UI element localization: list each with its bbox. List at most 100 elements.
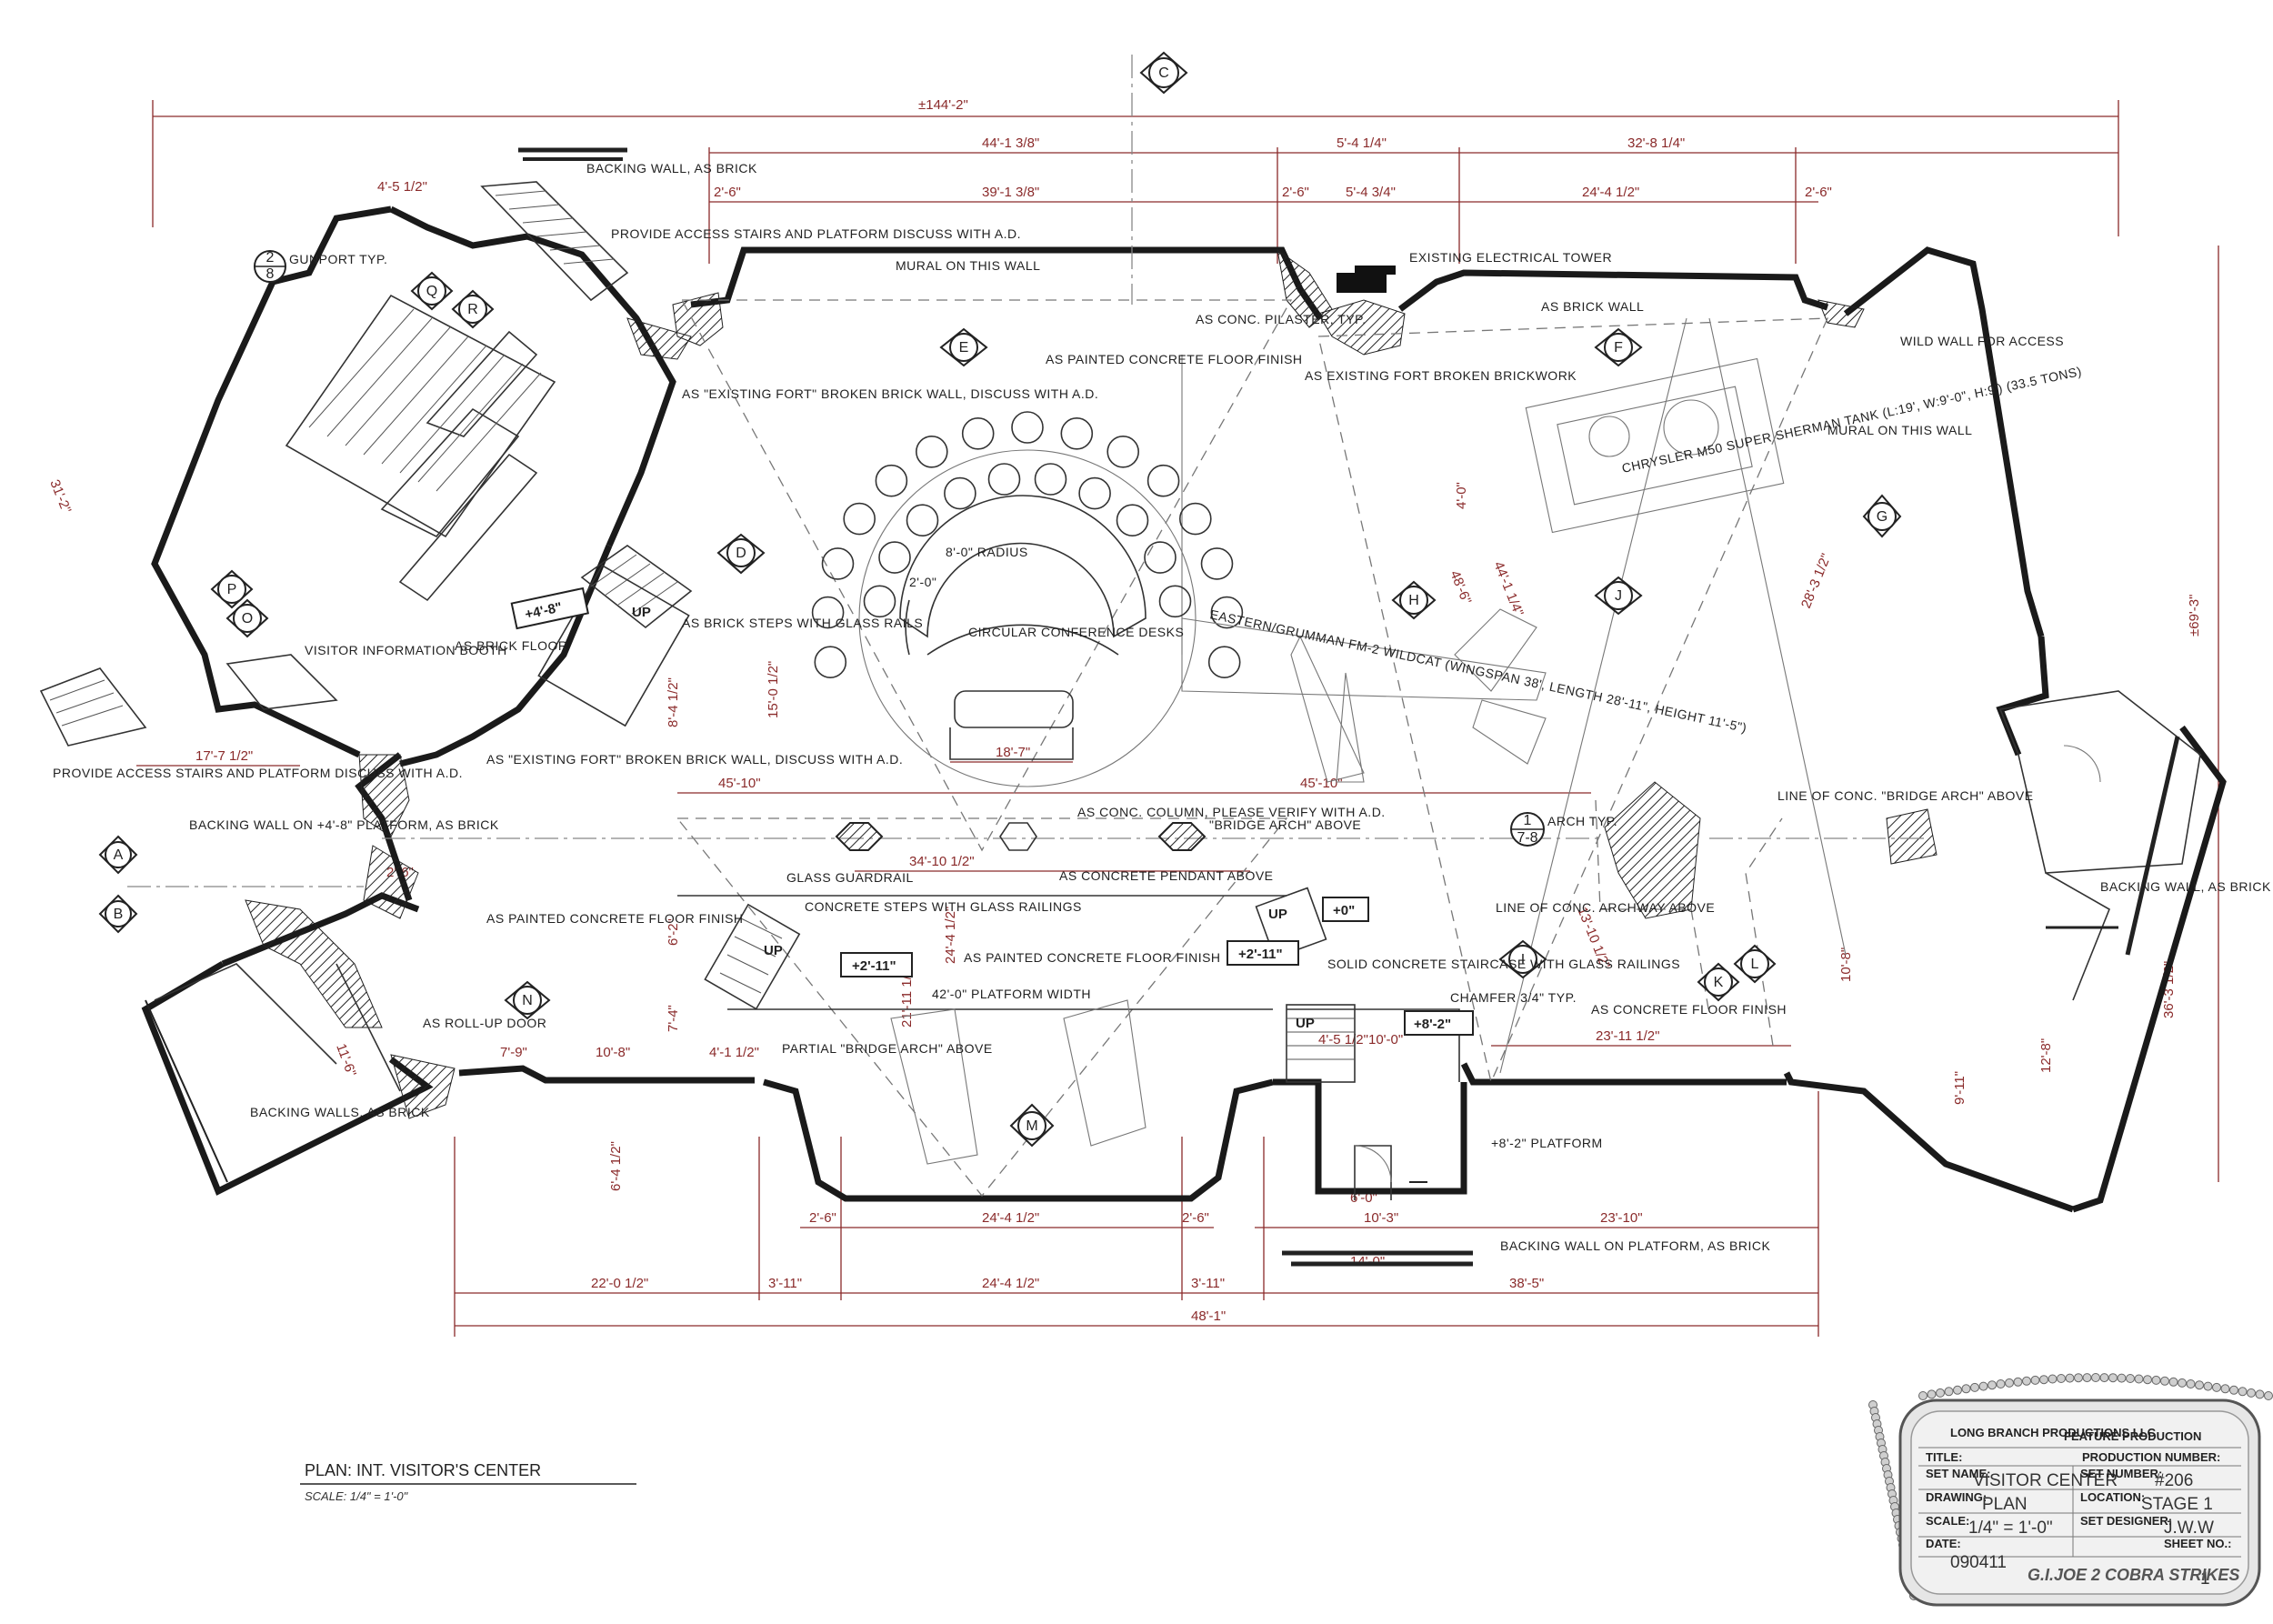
up-label-3: UP [1296, 1016, 1315, 1031]
chair [1179, 502, 1212, 536]
tb-set-number: #206 [2155, 1471, 2193, 1490]
view-tag-e: E [939, 327, 988, 367]
dim-misc-28: 8'-4 1/2" [666, 677, 681, 727]
dim-misc-26: 4'-0" [1454, 482, 1469, 509]
overall-dimensions: ±144'-2" ±69'-3" 48'-1" [152, 97, 2219, 1327]
note-mural-left: MURAL ON THIS WALL [896, 258, 1040, 273]
arch-detail-tag: 1 7-8 ARCH TYP. [1510, 812, 1617, 847]
chair [863, 585, 896, 618]
note-brick-floor: AS BRICK FLOOR [455, 638, 567, 653]
svg-text:M: M [1026, 1118, 1037, 1134]
dim-misc-17: 10'-8" [1838, 947, 1854, 982]
view-tag-q: Q [410, 271, 454, 311]
view-tag-i: I [1498, 939, 1547, 979]
chain-bead [1978, 1381, 1988, 1391]
note-platform-8: +8'-2" PLATFORM [1491, 1136, 1603, 1150]
chain-bead [2160, 1376, 2169, 1386]
chair [1060, 416, 1094, 450]
tb-logo: G.I.JOE 2 COBRA STRIKES [2028, 1566, 2239, 1584]
chain-bead [2178, 1378, 2187, 1388]
dim-misc-1: 17'-7 1/2" [195, 748, 253, 764]
dim-misc-9: 10'-0" [1368, 1032, 1403, 1048]
dim-top-5: 2'-6" [1282, 185, 1309, 200]
tb-date: 090411 [1950, 1553, 2007, 1572]
right-room [1998, 690, 2201, 1001]
view-tag-o: O [225, 598, 269, 638]
electrical-tower [1337, 266, 1396, 293]
tb-set-name-label: SET NAME: [1926, 1467, 1991, 1480]
dim-misc-2: 45'-10" [718, 776, 761, 791]
chain-bead [2074, 1373, 2083, 1383]
tb-set-number-label: SET NUMBER: [2080, 1467, 2162, 1480]
tb-sheet: 1 [2200, 1569, 2210, 1589]
chair [811, 596, 845, 629]
note-line-archway: LINE OF CONC. ARCHWAY ABOVE [1496, 900, 1715, 915]
chain-bead [2013, 1377, 2023, 1387]
tb-scale: 1/4" = 1'-0" [1968, 1519, 2053, 1538]
dim-bot-0: 22'-0 1/2" [591, 1276, 648, 1291]
note-visitor-booth: VISITOR INFORMATION BOOTH [305, 643, 507, 657]
chain-bead [1970, 1382, 1979, 1392]
note-conference-desks: CIRCULAR CONFERENCE DESKS [968, 625, 1184, 639]
dim-misc-11: 4'-1 1/2" [709, 1045, 759, 1060]
chain-bead [1961, 1384, 1971, 1394]
tb-sheet-label: SHEET NO.: [2164, 1537, 2231, 1550]
note-provide-access-left: PROVIDE ACCESS STAIRS AND PLATFORM DISCU… [53, 766, 463, 780]
view-tag-k: K [1697, 962, 1740, 1002]
tb-title-label: TITLE: [1926, 1450, 1962, 1464]
note-mural-right: MURAL ON THIS WALL [1827, 423, 1972, 437]
chain-bead [2220, 1384, 2230, 1394]
svg-text:Q: Q [426, 284, 437, 299]
chain-bead [2238, 1387, 2248, 1397]
svg-text:L: L [1751, 957, 1759, 972]
note-backing-wall-brick: BACKING WALL, AS BRICK [586, 161, 757, 175]
top-dimension-string: 44'-1 3/8" 5'-4 1/4" 32'-8 1/4" 2'-6" 39… [708, 135, 2118, 264]
chain-bead [2117, 1373, 2127, 1383]
columns [835, 822, 1207, 851]
dim-bot-3: 3'-11" [1191, 1276, 1225, 1291]
brick-rubble [245, 248, 1938, 1119]
note-platform-width: 42'-0" PLATFORM WIDTH [932, 987, 1091, 1001]
chain-bead [2247, 1388, 2256, 1398]
note-conc-steps: CONCRETE STEPS WITH GLASS RAILINGS [805, 899, 1082, 914]
dim-top-1: 5'-4 1/4" [1337, 135, 1387, 151]
chain-bead [2195, 1380, 2204, 1390]
chair [961, 416, 995, 450]
tb-set-designer-label: SET DESIGNER: [2080, 1514, 2172, 1528]
dim-misc-21: 44'-1 1/4" [1490, 559, 1526, 618]
svg-text:P: P [227, 582, 237, 597]
dim-bot-8: 23'-10" [1600, 1210, 1643, 1226]
chain-bead [2082, 1373, 2092, 1383]
svg-text:A: A [114, 847, 124, 863]
note-brick-steps: AS BRICK STEPS WITH GLASS RAILS [682, 616, 923, 630]
chair [916, 435, 948, 468]
dim-misc-23: 12'-8" [2038, 1038, 2054, 1073]
note-conc-pendant: AS CONCRETE PENDANT ABOVE [1059, 868, 1274, 883]
tb-company: LONG BRANCH PRODUCTIONS LLC [1950, 1426, 2157, 1439]
note-line-arch-right: LINE OF CONC. "BRIDGE ARCH" ABOVE [1777, 788, 2034, 803]
dim-bot-6: 24'-4 1/2" [982, 1210, 1039, 1226]
view-tag-f: F [1594, 327, 1643, 367]
left-lower [145, 147, 1473, 1256]
note-existing-fort-wall-2: AS "EXISTING FORT" BROKEN BRICK WALL, DI… [486, 752, 903, 767]
svg-text:H: H [1408, 593, 1419, 608]
dim-misc-22: 9'-11" [1952, 1071, 1968, 1105]
chair [821, 547, 855, 580]
svg-text:R: R [467, 302, 478, 317]
dim-bot-1: 3'-11" [768, 1276, 802, 1291]
chain-bead [2022, 1376, 2031, 1386]
chain-bead [1918, 1391, 1928, 1400]
chain-bead [2048, 1374, 2058, 1384]
note-as-brick-wall: AS BRICK WALL [1541, 299, 1644, 314]
chair [1144, 541, 1177, 574]
chain-bead [1927, 1389, 1937, 1399]
chair [906, 504, 939, 537]
svg-text:J: J [1615, 588, 1622, 604]
plan-scale: SCALE: 1/4" = 1'-0" [305, 1489, 409, 1503]
svg-text:E: E [959, 340, 969, 356]
chain-bead [2255, 1389, 2265, 1399]
dim-misc-24: 31'-2" [46, 477, 74, 516]
note-painted-floor-left: AS PAINTED CONCRETE FLOOR FINISH [486, 911, 744, 926]
chain-bead [2212, 1382, 2221, 1392]
